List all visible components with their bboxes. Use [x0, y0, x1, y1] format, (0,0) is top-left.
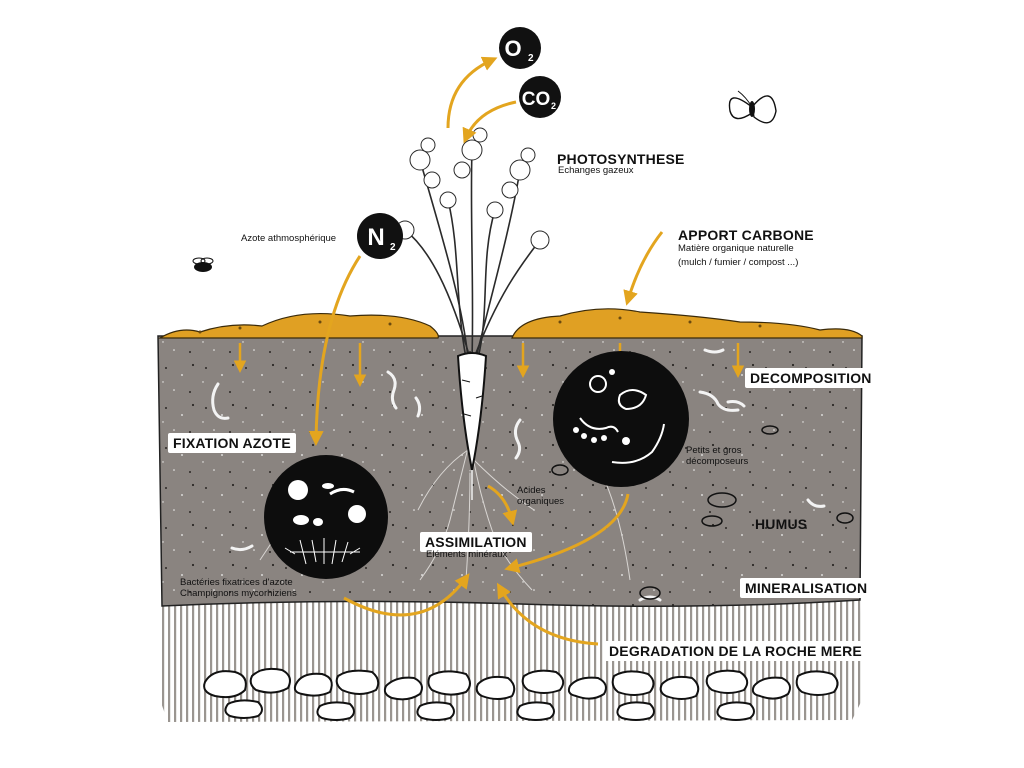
svg-text:N: N [367, 224, 384, 251]
photosynthese-subtitle: Echanges gazeux [558, 165, 634, 176]
nitrogen-arrow [308, 255, 362, 446]
svg-text:2: 2 [551, 101, 556, 111]
assimilation-arrows [343, 484, 630, 646]
decomposers-circle [553, 351, 689, 487]
assimilation-label: ASSIMILATION [420, 532, 532, 553]
bedrock-layer [160, 585, 862, 722]
elements-mineraux-label: Eléments minéraux [426, 549, 508, 560]
n2-icon: N 2 [357, 213, 403, 259]
degradation-label: DEGRADATION DE LA ROCHE MERE [604, 641, 867, 662]
co2-icon: CO 2 [519, 76, 561, 118]
svg-text:2: 2 [528, 53, 534, 64]
carrot-plant [395, 127, 550, 500]
svg-text:CO: CO [522, 89, 551, 110]
gas-exchange-arrows [446, 56, 517, 144]
carbon-arrow [623, 231, 664, 306]
svg-text:2: 2 [390, 242, 396, 253]
humus-label: HUMUS [755, 516, 808, 532]
butterfly-icon [728, 90, 777, 124]
azote-atm-label: Azote athmosphérique [241, 233, 337, 244]
fixation-azote-label: FIXATION AZOTE [168, 433, 296, 454]
apport-carbone-title: APPORT CARBONE [678, 227, 814, 243]
bacteria-circle [264, 455, 388, 579]
photosynthese-title: PHOTOSYNTHESE [557, 151, 685, 167]
apport-carbone-sub2: (mulch / fumier / compost ...) [678, 257, 799, 268]
decomposition-label: DECOMPOSITION [745, 368, 877, 389]
o2-icon: O 2 [499, 27, 541, 69]
apport-carbone-sub1: Matière organique naturelle [678, 243, 794, 254]
mulch-layer [157, 308, 863, 339]
fly-icon [192, 257, 214, 272]
decomposers-label: Petits et gros décomposeurs [686, 445, 749, 467]
acides-organiques-label: Acides organiques [517, 485, 565, 507]
bacteries-label: Bactéries fixatrices d'azote Champignons… [180, 577, 297, 599]
svg-text:O: O [504, 36, 521, 61]
mineralisation-label: MINERALISATION [740, 578, 873, 599]
